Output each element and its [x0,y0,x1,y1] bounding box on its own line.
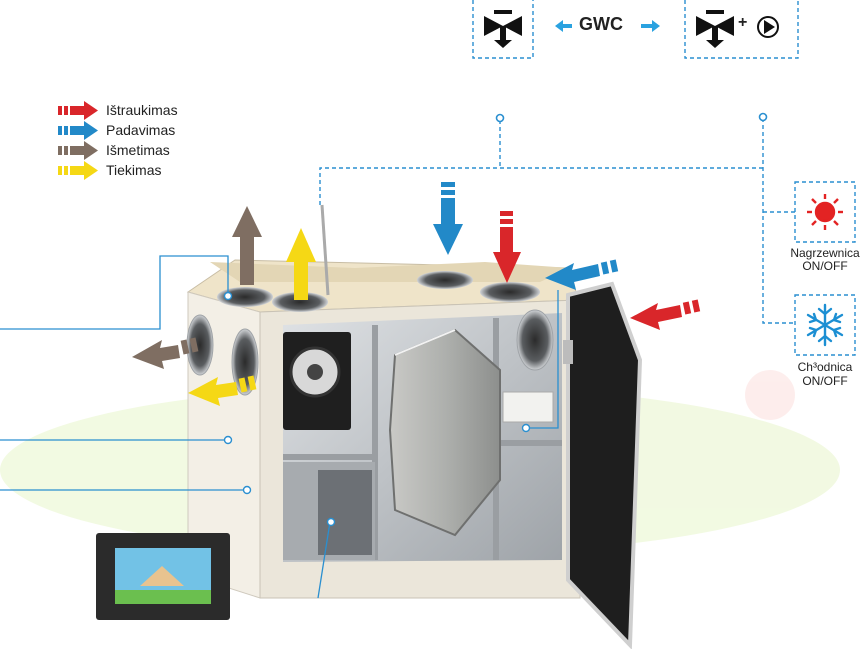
legend-label-extract: Ištraukimas [106,102,178,118]
gwc-label: GWC [579,14,623,34]
control-panel-ground [115,590,211,604]
legend-swatch-supply [58,121,98,140]
divider-horizontal-right [497,440,562,446]
heat-exchanger [388,328,501,537]
legend-swatches [58,101,98,180]
side-duct-right [516,309,554,371]
connector-dot-gwc [495,113,505,123]
filter-box [502,391,554,423]
arrow-fresh-up [286,228,316,300]
top-duct-2 [272,292,328,312]
heater-label-line2: ON/OFF [802,259,848,273]
top-duct-1 [217,287,273,307]
gwc-valve-group [484,10,522,48]
dashed-line-right [762,118,795,324]
callout-dot-2 [223,435,233,445]
callout-line-5 [528,290,559,429]
arrow-supply-down [433,182,463,255]
callout-dot-5 [521,423,531,433]
top-duct-4 [480,282,540,302]
connector-dot-right [758,112,768,122]
heat-exchanger-edge [394,329,456,356]
ventilation-unit [186,204,643,649]
callout-dot-3 [242,485,252,495]
callout-line-1 [0,255,229,330]
gwc-pump-group [696,10,779,48]
arrow-exhaust-left [132,337,199,369]
sun-heater-icon [807,194,843,230]
snowflake-icon [806,303,844,347]
bottom-compartment-panel [318,470,372,555]
cooler-label-line2: ON/OFF [802,374,848,388]
legend-swatch-extract [58,101,98,120]
gwc-arrows [555,20,660,32]
side-duct-left-1 [186,314,214,376]
gwc-arrow-left-icon [555,20,572,32]
gwc-plus-sign: + [738,14,748,31]
arrow-exhaust-up [232,206,262,285]
callout-line-4 [317,521,331,599]
callout-dot-1 [223,291,233,301]
arrow-supply-diagonal [545,259,619,290]
pump-valve-icon [696,10,734,48]
legend-label-exhaust: Išmetimas [106,142,170,158]
sensor-rod [320,204,330,296]
dashed-box-cooler [794,294,856,356]
divider-vertical-left [372,325,378,560]
dashed-line-gwc-box [472,0,534,59]
legend-label-supply: Padavimas [106,122,176,138]
pump-icon [757,16,779,38]
callout-lines [0,255,559,599]
heater-label-line1: Nagrzewnica [790,246,860,260]
control-panel [96,533,230,620]
arrow-fresh-left [188,375,257,406]
arrow-extract-down [493,211,521,283]
cabinet-door [566,281,643,649]
dashed-line-pump-box [684,0,799,59]
legend-swatch-exhaust [58,141,98,160]
gwc-arrow-right-icon [641,20,660,32]
flow-arrows [132,182,701,406]
valve-icon [484,10,522,48]
arrow-extract-diagonal [630,299,701,330]
top-duct-3 [417,271,473,289]
cooler-label-line1: Ch³odnica [797,360,853,374]
dashed-line-main [319,167,763,205]
dashed-box-heater [794,181,856,243]
callout-dot-4 [326,517,336,527]
control-panel-house [140,566,184,586]
legend-label-fresh: Tiekimas [106,162,162,178]
divider-horizontal [283,454,375,460]
fan-hub [307,364,323,380]
dashed-connections [319,0,856,356]
door-hinge [563,340,573,364]
watermark-swoosh-dot [745,370,795,420]
legend-swatch-fresh [58,161,98,180]
